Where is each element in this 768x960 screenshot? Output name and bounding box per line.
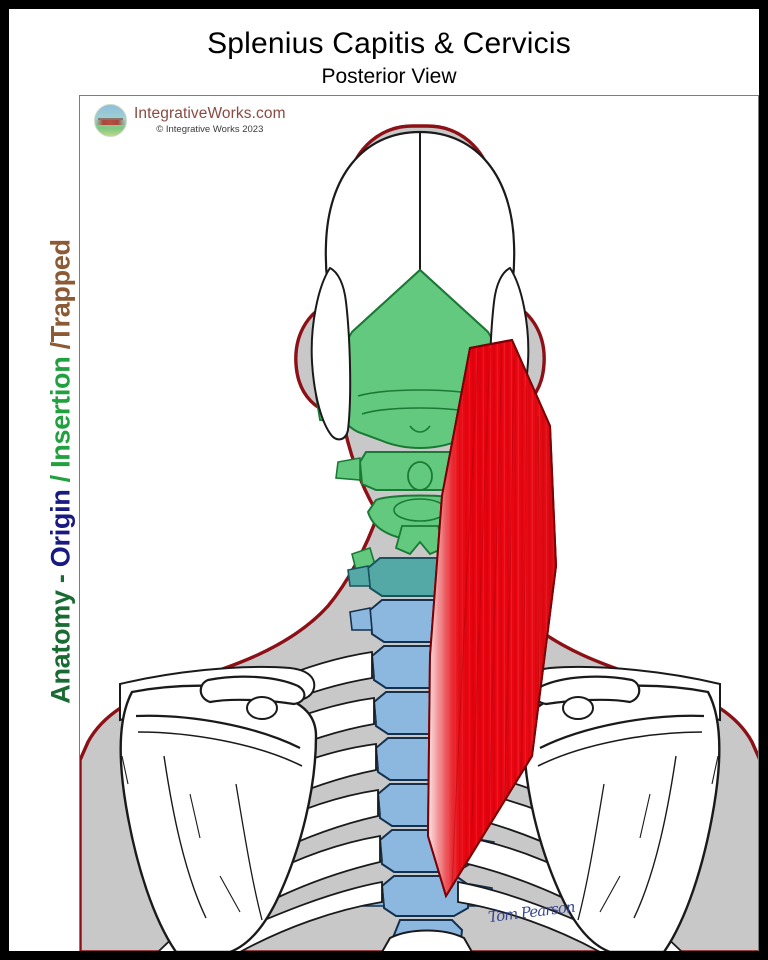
poster-page: Splenius Capitis & Cervicis Posterior Vi… [9,9,759,951]
left-scapula [119,675,318,951]
watermark-text: IntegrativeWorks.com © Integrative Works… [134,105,286,135]
anatomy-illustration [80,96,759,951]
side-label-trapped: /Trapped [45,239,76,357]
right-scapula [522,675,721,951]
title-block: Splenius Capitis & Cervicis Posterior Vi… [69,26,709,90]
side-label-origin: Origin [45,489,76,568]
page-title: Splenius Capitis & Cervicis [207,27,571,60]
watermark: IntegrativeWorks.com © Integrative Works… [94,104,286,137]
side-label-anatomy: Anatomy - [45,567,76,704]
watermark-domain: IntegrativeWorks.com [134,105,286,123]
vertical-category-label: Anatomy - Origin / Insertion /Trapped [46,152,77,792]
illustration-frame: IntegrativeWorks.com © Integrative Works… [79,95,759,951]
side-label-insertion: / Insertion [45,356,76,490]
page-subtitle: Posterior View [321,65,457,88]
sacrum [381,929,473,951]
watermark-copyright: © Integrative Works 2023 [156,123,264,135]
integrative-works-logo-icon [94,104,127,137]
